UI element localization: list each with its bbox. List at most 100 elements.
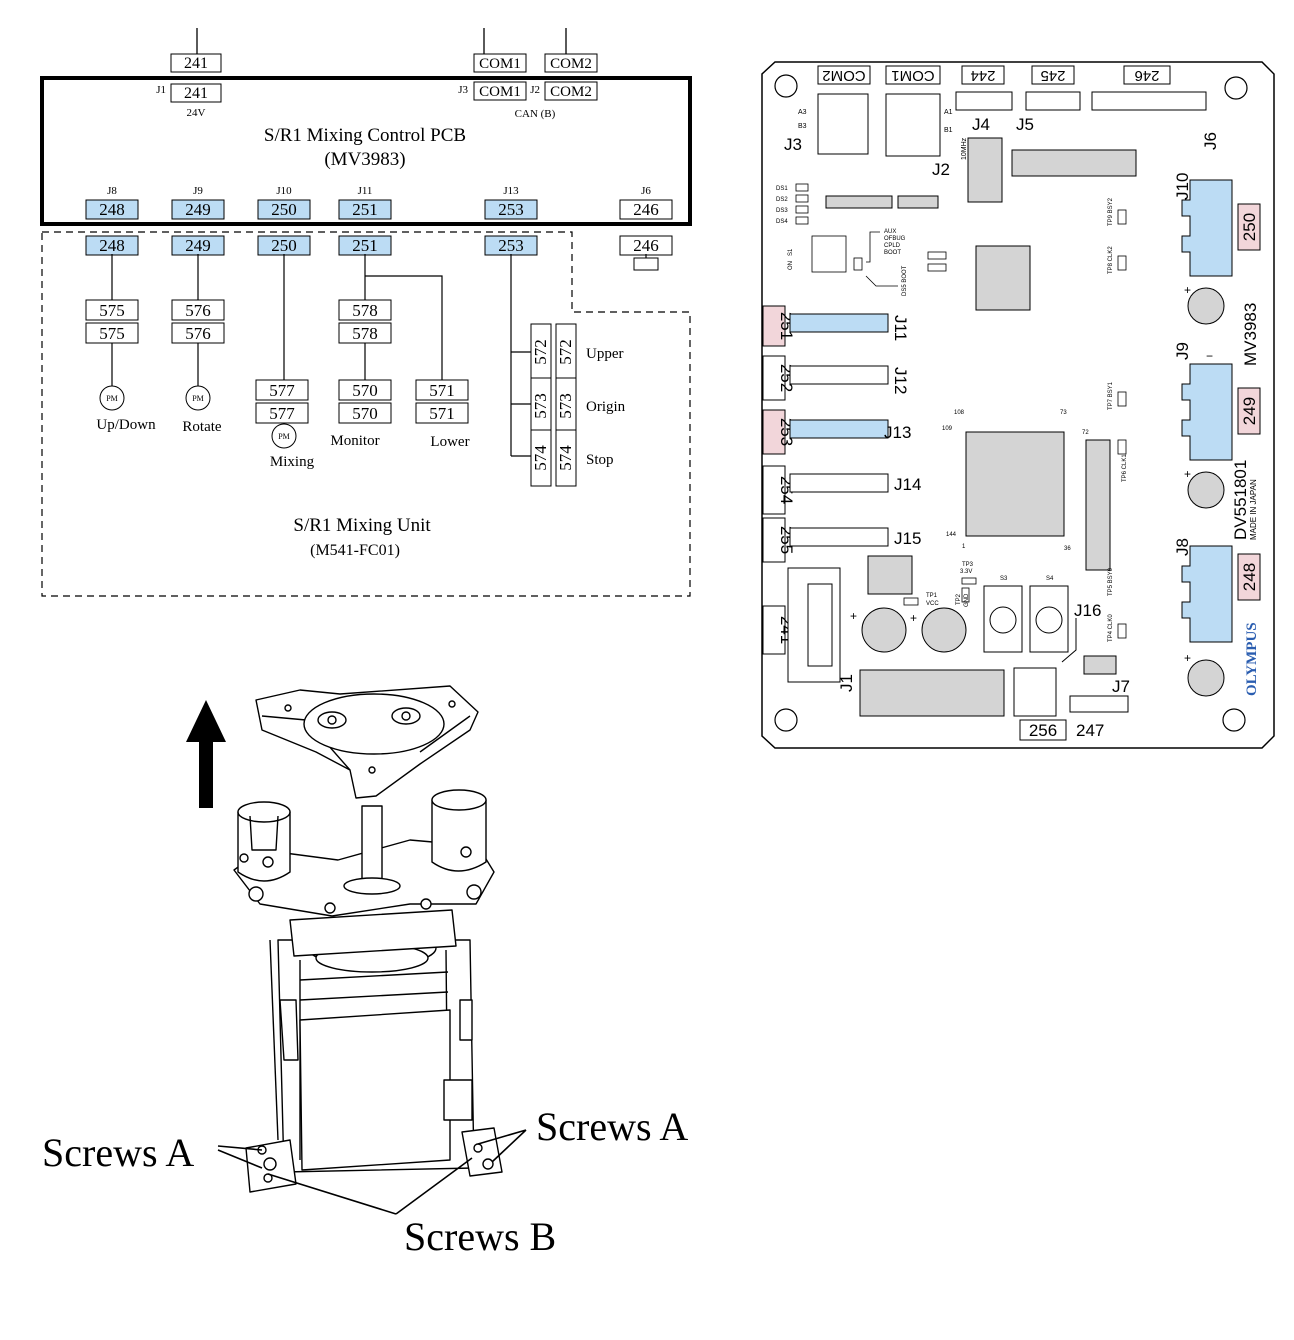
- j16-pointer: [1061, 618, 1077, 663]
- tp9-label: TP9 BSY2: [1108, 197, 1114, 226]
- ds2-led: [795, 194, 809, 203]
- j6-header: [1091, 91, 1207, 111]
- ds3-label: DS3: [776, 208, 788, 214]
- pair-value: 571: [429, 381, 455, 400]
- pcb-title: S/R1 Mixing Control PCB: [264, 125, 466, 146]
- chip-tall: [1085, 439, 1111, 571]
- jack-j10: J10: [1173, 173, 1192, 200]
- j2-label: J2: [530, 84, 540, 96]
- sensor-value: 574: [556, 445, 575, 471]
- jack-j7: J7: [1112, 677, 1130, 696]
- pcb-connector-label: J11: [358, 185, 373, 197]
- plus-1: +: [1184, 283, 1191, 297]
- made-in-text: MADE IN JAPAN: [1249, 479, 1258, 540]
- tp6-label: TP6 CLK1: [1122, 454, 1128, 482]
- board-com1-text: COM1: [891, 67, 934, 84]
- j10-connector: [1181, 179, 1233, 277]
- pulley: [307, 929, 437, 967]
- board-244-text: 244: [970, 67, 995, 84]
- ds2-label: DS2: [776, 197, 788, 203]
- cap-bottom-2: [921, 607, 967, 653]
- s3-label: S3: [1000, 576, 1008, 582]
- rotate-label: Rotate: [182, 419, 221, 435]
- pair-value: 571: [429, 404, 455, 423]
- j5-header: [1025, 91, 1081, 111]
- pcb-connector-value: 248: [99, 200, 125, 219]
- pin-b3: B3: [798, 123, 807, 130]
- pm-motor-label: PM: [278, 432, 290, 441]
- j3-socket: [817, 93, 869, 155]
- vcc-label: VCC: [926, 601, 939, 607]
- mixing-label: Mixing: [270, 454, 315, 470]
- harness-value: 249: [185, 236, 211, 255]
- pin-a3: A3: [798, 109, 807, 116]
- pcb-model: (MV3983): [324, 149, 405, 170]
- pair-value: 575: [99, 324, 125, 343]
- pcb-connector-value: 250: [271, 200, 297, 219]
- boot-lead: [866, 231, 880, 263]
- board-side-header: [789, 313, 889, 333]
- top-connector-241: [170, 53, 222, 73]
- board-com2-text: COM2: [822, 67, 865, 84]
- pair-box: [415, 379, 469, 401]
- board-side-jack: J12: [891, 367, 910, 394]
- jack-j4: J4: [972, 115, 990, 134]
- pin-1: 1: [962, 544, 966, 550]
- board-model-text: MV3983: [1241, 303, 1260, 366]
- pair-value: 576: [185, 301, 211, 320]
- pm-motor-icon: [271, 423, 297, 449]
- pcb-connector-label: J10: [276, 185, 292, 197]
- ds4-led: [795, 216, 809, 225]
- ds3-led: [795, 205, 809, 214]
- board-side-label-box: [762, 409, 786, 455]
- tp1-pad: [903, 597, 919, 606]
- platform: [233, 839, 495, 917]
- sensor-value: 572: [556, 339, 575, 365]
- pcb-box: [40, 76, 692, 226]
- board-part-text: DV551801: [1231, 460, 1250, 540]
- ds1-led: [795, 183, 809, 192]
- pair-value: 570: [352, 404, 378, 423]
- pair-box: [171, 322, 225, 344]
- j1-value: 241: [184, 85, 208, 102]
- cap-bottom-1: [861, 607, 907, 653]
- boot-label: BOOT: [884, 250, 901, 256]
- pcb-connector-label: J6: [641, 185, 651, 197]
- tp2-label: TP2: [956, 593, 962, 605]
- j1-box: [170, 83, 222, 103]
- cpu-chip: [965, 431, 1065, 537]
- cap-b: [927, 263, 947, 272]
- jack-j2: J2: [932, 160, 950, 179]
- screws-b-label: Screws B: [404, 1214, 556, 1259]
- board-layout: COM2 COM1 244 245 246 A3 B3 A1 B1 10MHz …: [761, 61, 1275, 749]
- pin-73: 73: [1060, 410, 1067, 416]
- harness-value: 251: [352, 236, 378, 255]
- harness-value: 248: [99, 236, 125, 255]
- chip-bottom-right: [1083, 655, 1117, 675]
- harness-value: 253: [498, 236, 524, 255]
- pair-box: [338, 379, 392, 401]
- j16-socket: [1013, 667, 1057, 717]
- pair-box: [338, 322, 392, 344]
- pair-value: 577: [269, 381, 295, 400]
- tp2-pad: [961, 587, 970, 603]
- foot-left: [245, 1139, 297, 1193]
- board-right-label-box: [1237, 203, 1261, 251]
- tp7-pad: [1117, 391, 1127, 407]
- unit-model: (M541-FC01): [310, 542, 400, 559]
- tp3-pad: [961, 577, 977, 585]
- board-right-label: 249: [1240, 397, 1259, 425]
- aux-label: AUX: [884, 229, 896, 235]
- pin-109: 109: [942, 426, 953, 432]
- housing-side: [299, 949, 449, 1161]
- stop-label: Stop: [586, 452, 614, 468]
- sensor-box: [530, 429, 552, 487]
- harness-value: 246: [633, 236, 659, 255]
- chip-small-1: [825, 195, 893, 209]
- housing-face: [299, 1009, 451, 1171]
- tp6-pad: [1117, 439, 1127, 455]
- pcb-connector-box: [338, 199, 392, 220]
- pcb-connector-box: [619, 199, 673, 220]
- mhz-label: 10MHz: [961, 137, 968, 160]
- j2-box: [544, 81, 598, 101]
